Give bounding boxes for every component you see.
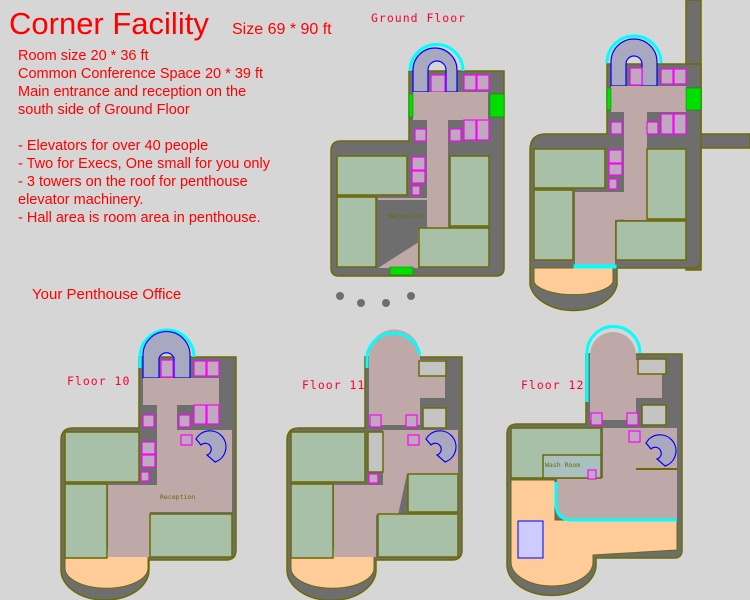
floor-11-label: Floor 11 <box>302 378 366 392</box>
wash-room <box>542 454 602 479</box>
ground-floor-plan: Reception <box>330 43 505 307</box>
ground-floor-variant-plan <box>529 0 750 312</box>
stairs-icon <box>412 47 458 93</box>
floor-10-plan: Reception <box>60 328 237 600</box>
wash-room-label: Wash Room <box>545 461 580 469</box>
floor-12-plan: Wash Room <box>506 325 683 597</box>
desk <box>517 520 544 559</box>
floor-12-label: Floor 12 <box>521 378 585 392</box>
penthouse-caption: Your Penthouse Office <box>32 286 182 303</box>
page-title: Corner Facility <box>9 6 209 41</box>
floor-11-plan <box>286 329 463 600</box>
reception-label: Reception <box>160 493 195 501</box>
main-entrance <box>389 266 414 276</box>
floor-10-label: Floor 10 <box>67 374 131 388</box>
office-room <box>449 155 490 227</box>
facility-size: Size 69 * 90 ft <box>232 21 332 38</box>
office-room <box>336 196 377 268</box>
reception-label: Reception <box>388 212 423 220</box>
office-room <box>418 227 490 268</box>
facility-notes: Room size 20 * 36 ft Common Conference S… <box>18 48 270 226</box>
ground-floor-label: Ground Floor <box>371 11 467 25</box>
office-room <box>336 155 408 196</box>
